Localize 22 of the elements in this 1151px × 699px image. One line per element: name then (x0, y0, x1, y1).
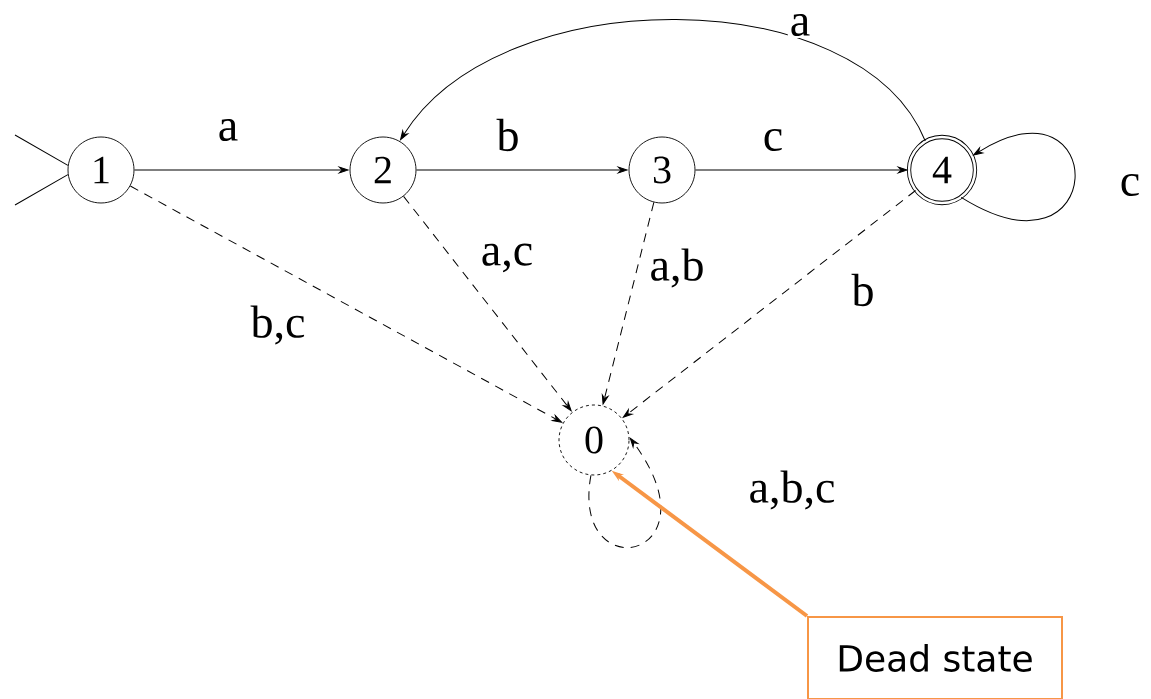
transition-arrow (694, 166, 908, 174)
start-marker (14, 134, 69, 206)
edge-label: b (494, 116, 522, 154)
edge-label: c (1117, 171, 1143, 199)
self-loop-arrow (588, 437, 662, 548)
edge-label: a (215, 117, 241, 143)
edge-label: b,c (248, 303, 308, 347)
transition-arrow (133, 166, 349, 174)
edge-label: a (787, 11, 813, 38)
transition-arrow (403, 195, 572, 412)
transition-arrow (622, 190, 917, 418)
transition-arrow (400, 18, 926, 142)
edge-label: c (760, 126, 786, 154)
self-loop-arrow (960, 132, 1076, 221)
edge-label: a,b (647, 246, 707, 290)
transition-arrow (415, 166, 628, 174)
transition-arrow (601, 201, 655, 405)
callout-box: Dead state (807, 616, 1063, 699)
edge-label: b (849, 271, 877, 309)
transition-arrow (129, 185, 563, 423)
edge-label: a,b,c (746, 468, 838, 512)
edge-label: a,c (478, 241, 536, 275)
